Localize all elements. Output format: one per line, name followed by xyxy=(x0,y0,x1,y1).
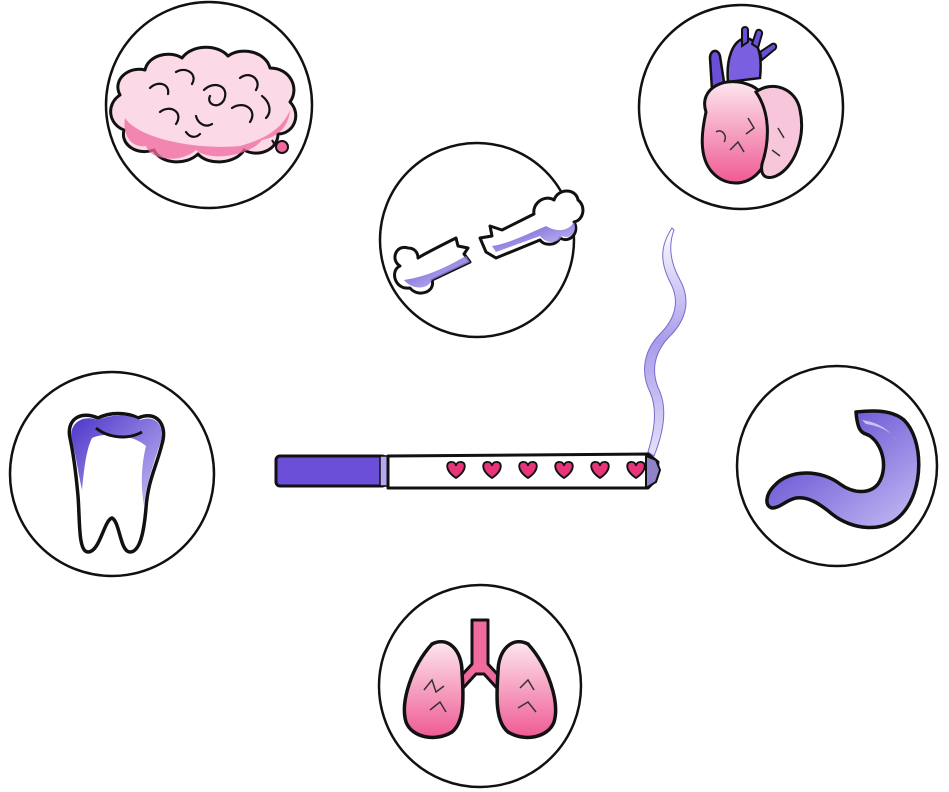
bone-circle xyxy=(380,143,583,337)
brain-circle xyxy=(106,2,312,208)
cigarette-filter xyxy=(276,456,386,486)
stomach-circle xyxy=(737,366,937,566)
lungs-circle xyxy=(379,585,581,787)
smoke-trail xyxy=(645,228,686,456)
tooth-circle xyxy=(10,372,214,576)
heart-circle xyxy=(639,5,843,209)
